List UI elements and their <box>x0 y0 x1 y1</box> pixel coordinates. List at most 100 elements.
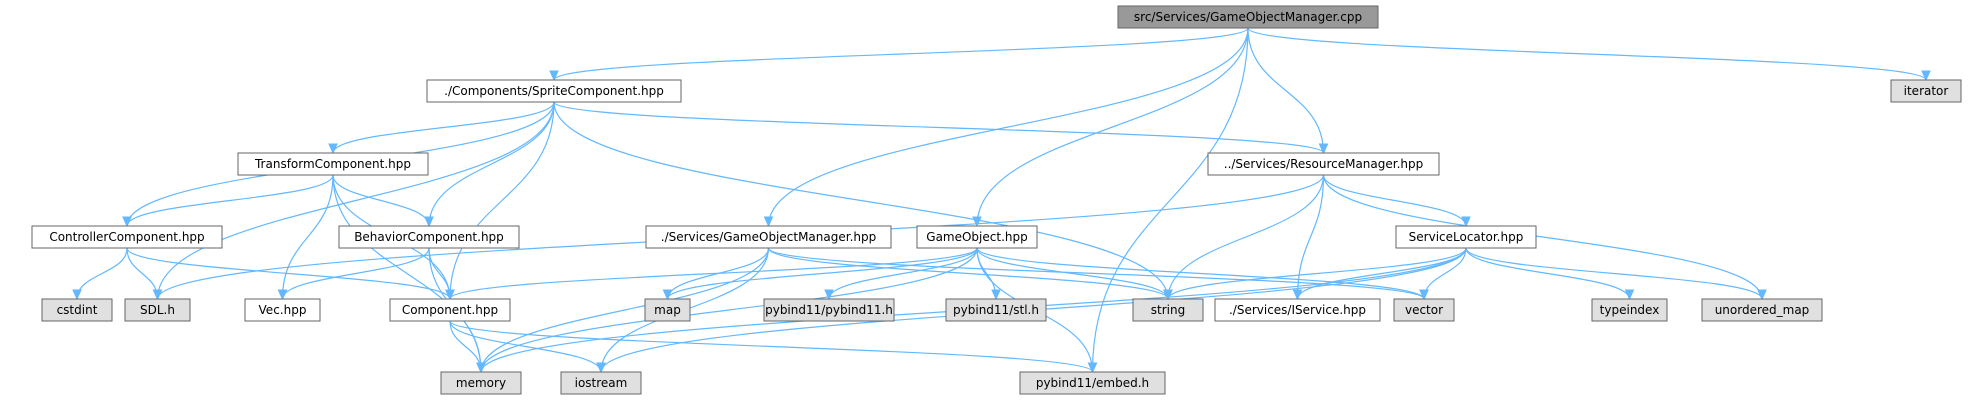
edge-servloc-to-umap <box>1465 247 1763 300</box>
edge-sprite-to-sdl <box>156 101 555 300</box>
node-pybind11: pybind11/pybind11.h <box>763 298 895 322</box>
node-gomgr[interactable]: ./Services/GameObjectManager.hpp <box>645 225 892 249</box>
edge-resmgr-to-string <box>1167 174 1325 300</box>
node-behavior[interactable]: BehaviorComponent.hpp <box>338 225 520 249</box>
node-vector: vector <box>1393 298 1455 322</box>
node-label-memory: memory <box>456 376 506 390</box>
node-layer: src/Services/GameObjectManager.cpp ./Comp… <box>31 5 1962 395</box>
node-servloc[interactable]: ServiceLocator.hpp <box>1395 225 1537 249</box>
edge-resmgr-to-umap <box>1322 174 1763 300</box>
node-iostream: iostream <box>560 371 642 395</box>
node-gameobject[interactable]: GameObject.hpp <box>916 225 1038 249</box>
edge-gomgr-to-string <box>767 247 1169 300</box>
node-component[interactable]: Component.hpp <box>389 298 511 322</box>
edge-sprite-to-string <box>553 101 1169 300</box>
node-box-sprite <box>426 79 682 103</box>
node-root[interactable]: src/Services/GameObjectManager.cpp <box>1117 5 1379 29</box>
node-label-map: map <box>654 303 681 317</box>
node-label-component: Component.hpp <box>402 303 498 317</box>
edge-servloc-to-string <box>1167 247 1467 300</box>
edge-component-to-iostream <box>449 320 602 373</box>
edge-gameobject-to-memory <box>480 247 978 373</box>
arrowhead-root-to-sprite <box>549 70 559 82</box>
arrowhead-sprite-to-resmgr <box>1318 143 1329 155</box>
node-box-memory <box>440 371 522 395</box>
node-box-component <box>389 298 511 322</box>
edge-gameobject-to-vector <box>976 247 1425 300</box>
node-label-transform: TransformComponent.hpp <box>254 157 411 171</box>
arrowhead-component-to-memory <box>476 362 486 374</box>
node-label-gomgr: ./Services/GameObjectManager.hpp <box>661 230 876 244</box>
arrowhead-component-to-iostream <box>596 362 606 374</box>
node-label-sdl: SDL.h <box>140 303 175 317</box>
arrowhead-servloc-to-typeindex <box>1624 289 1635 301</box>
node-cstdint: cstdint <box>41 298 113 322</box>
edge-root-to-embed <box>1091 27 1249 373</box>
node-box-gameobject <box>916 225 1038 249</box>
arrowhead-gameobject-to-pybind11 <box>824 289 834 301</box>
edge-servloc-to-typeindex <box>1465 247 1631 300</box>
node-umap: unordered_map <box>1701 298 1823 322</box>
node-label-controller: ControllerComponent.hpp <box>49 230 204 244</box>
node-box-vec <box>244 298 321 322</box>
arrowhead-gameobject-to-component <box>445 289 455 301</box>
node-sprite[interactable]: ./Components/SpriteComponent.hpp <box>426 79 682 103</box>
arrowhead-transform-to-controller <box>122 216 132 228</box>
edge-gameobject-to-component <box>449 247 978 300</box>
arrowhead-root-to-iterator <box>1921 70 1931 82</box>
node-embed: pybind11/embed.h <box>1019 371 1166 395</box>
node-sdl: SDL.h <box>124 298 191 322</box>
node-vec[interactable]: Vec.hpp <box>244 298 321 322</box>
node-box-resmgr <box>1207 152 1440 176</box>
node-string: string <box>1132 298 1204 322</box>
node-label-pybind11: pybind11/pybind11.h <box>765 303 893 317</box>
edge-component-to-embed <box>449 320 1094 373</box>
arrowhead-root-to-gameobject <box>972 216 982 228</box>
node-label-string: string <box>1151 303 1185 317</box>
edge-transform-to-vec <box>281 174 334 300</box>
node-label-embed: pybind11/embed.h <box>1036 376 1149 390</box>
edge-resmgr-to-servloc <box>1322 174 1467 227</box>
node-box-pystl <box>945 298 1047 322</box>
node-label-umap: unordered_map <box>1715 303 1810 317</box>
arrowhead-gameobject-to-map <box>662 289 673 301</box>
edge-root-to-gameobject <box>976 27 1249 227</box>
node-transform[interactable]: TransformComponent.hpp <box>237 152 429 176</box>
node-controller[interactable]: ControllerComponent.hpp <box>31 225 223 249</box>
edge-root-to-iterator <box>1247 27 1927 81</box>
edge-gameobject-to-pybind11 <box>828 247 978 300</box>
edge-sprite-to-component <box>449 101 555 300</box>
node-map: map <box>644 298 691 322</box>
arrowhead-sprite-to-transform <box>328 143 338 155</box>
node-box-vector <box>1393 298 1455 322</box>
edge-controller-to-sdl <box>126 247 159 300</box>
node-iterator: iterator <box>1890 79 1962 103</box>
arrowhead-servloc-to-umap <box>1757 289 1767 301</box>
node-box-cstdint <box>41 298 113 322</box>
node-box-transform <box>237 152 429 176</box>
edge-gomgr-to-memory <box>480 247 770 373</box>
node-box-servloc <box>1395 225 1537 249</box>
edge-controller-to-cstdint <box>76 247 128 300</box>
node-box-gomgr <box>645 225 892 249</box>
arrowhead-gameobject-to-pystl <box>991 289 1001 301</box>
node-label-sprite: ./Components/SpriteComponent.hpp <box>444 84 664 98</box>
edge-sprite-to-transform <box>332 101 555 154</box>
node-resmgr[interactable]: ../Services/ResourceManager.hpp <box>1207 152 1440 176</box>
node-box-embed <box>1019 371 1166 395</box>
node-box-iservice <box>1214 298 1381 322</box>
node-label-behavior: BehaviorComponent.hpp <box>354 230 504 244</box>
node-label-servloc: ServiceLocator.hpp <box>1409 230 1524 244</box>
node-iservice[interactable]: ./Services/IService.hpp <box>1214 298 1381 322</box>
node-label-iservice: ./Services/IService.hpp <box>1229 303 1366 317</box>
node-memory: memory <box>440 371 522 395</box>
node-label-vec: Vec.hpp <box>259 303 307 317</box>
node-typeindex: typeindex <box>1591 298 1668 322</box>
edge-behavior-to-vec <box>281 247 430 300</box>
edge-root-to-gomgr <box>767 27 1249 227</box>
node-box-typeindex <box>1591 298 1668 322</box>
arrowhead-behavior-to-vec <box>277 289 288 301</box>
node-box-iostream <box>560 371 642 395</box>
node-label-resmgr: ../Services/ResourceManager.hpp <box>1224 157 1424 171</box>
